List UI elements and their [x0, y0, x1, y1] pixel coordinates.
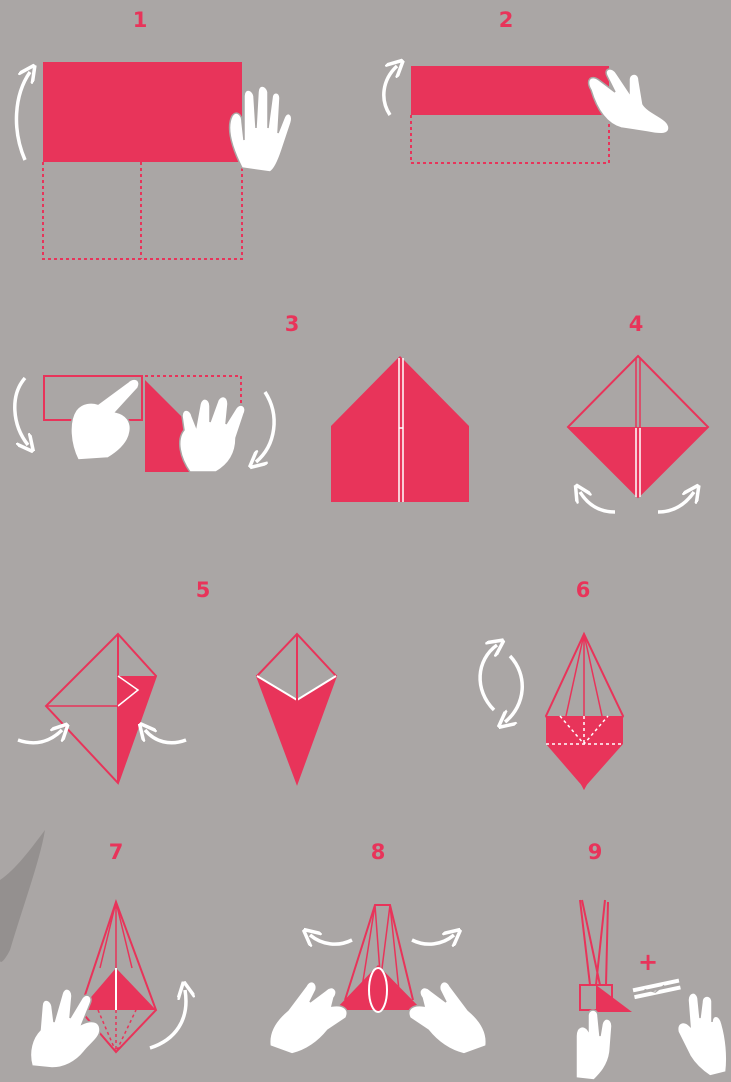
- step-number: 8: [371, 842, 386, 863]
- bunny-ears: [580, 900, 608, 985]
- step-6-diagram: [480, 634, 623, 788]
- paper-bunny-body: [596, 985, 632, 1012]
- step-7-diagram: [30, 902, 186, 1068]
- step-number: 6: [576, 580, 591, 601]
- curved-arrow-up-icon: [384, 66, 397, 115]
- step-number: 4: [629, 314, 644, 335]
- step-3-diagram: [15, 376, 274, 472]
- curved-arrow-up-icon: [150, 990, 186, 1048]
- left-hand-icon: [270, 982, 348, 1054]
- curved-arrow-left-icon: [310, 935, 352, 944]
- curved-arrow-up-icon: [16, 72, 30, 160]
- flip-arrows-icon: [480, 645, 522, 722]
- step-9-diagram: [576, 900, 727, 1080]
- step-number: 1: [133, 10, 148, 31]
- step-number: 5: [196, 580, 211, 601]
- step-4-diagram: [568, 356, 708, 512]
- step-5-diagram-b: [257, 634, 336, 783]
- brush-stroke-decoration: [0, 830, 45, 962]
- right-hand-icon: [576, 1010, 612, 1080]
- paper-folded-half: [43, 62, 242, 162]
- step-5-diagram-a: [18, 634, 186, 783]
- step-3-result-diagram: [331, 356, 469, 502]
- step-number: 2: [499, 10, 514, 31]
- paper-outline-dotted: [43, 162, 242, 259]
- right-hand-icon: [409, 982, 487, 1054]
- curved-arrow-right-icon: [658, 492, 694, 512]
- step-1-diagram: [16, 62, 291, 259]
- curved-arrow-left-icon: [145, 730, 186, 743]
- paper-outline-dotted: [411, 115, 609, 163]
- paper-folded-quarter: [411, 66, 609, 115]
- paper-cone-bottom: [546, 716, 623, 788]
- step-number: 3: [285, 314, 300, 335]
- step-2-diagram: [384, 66, 669, 163]
- paper-house-shape: [331, 356, 469, 502]
- left-hand-icon: [678, 993, 727, 1076]
- left-hand-icon: [180, 397, 245, 472]
- curved-arrow-down-icon: [15, 378, 28, 445]
- clothespin-icon: [632, 978, 681, 1000]
- plus-sign: +: [638, 950, 658, 974]
- paper-lower-half: [568, 427, 708, 497]
- step-8-diagram: [270, 905, 487, 1054]
- step-number: 9: [588, 842, 603, 863]
- step-number: 7: [109, 842, 124, 863]
- left-hand-icon: [30, 989, 100, 1068]
- curved-arrow-right-icon: [412, 935, 454, 944]
- curved-arrow-right-icon: [18, 730, 62, 743]
- curved-arrow-down-icon: [256, 392, 274, 462]
- curved-arrow-left-icon: [580, 492, 615, 512]
